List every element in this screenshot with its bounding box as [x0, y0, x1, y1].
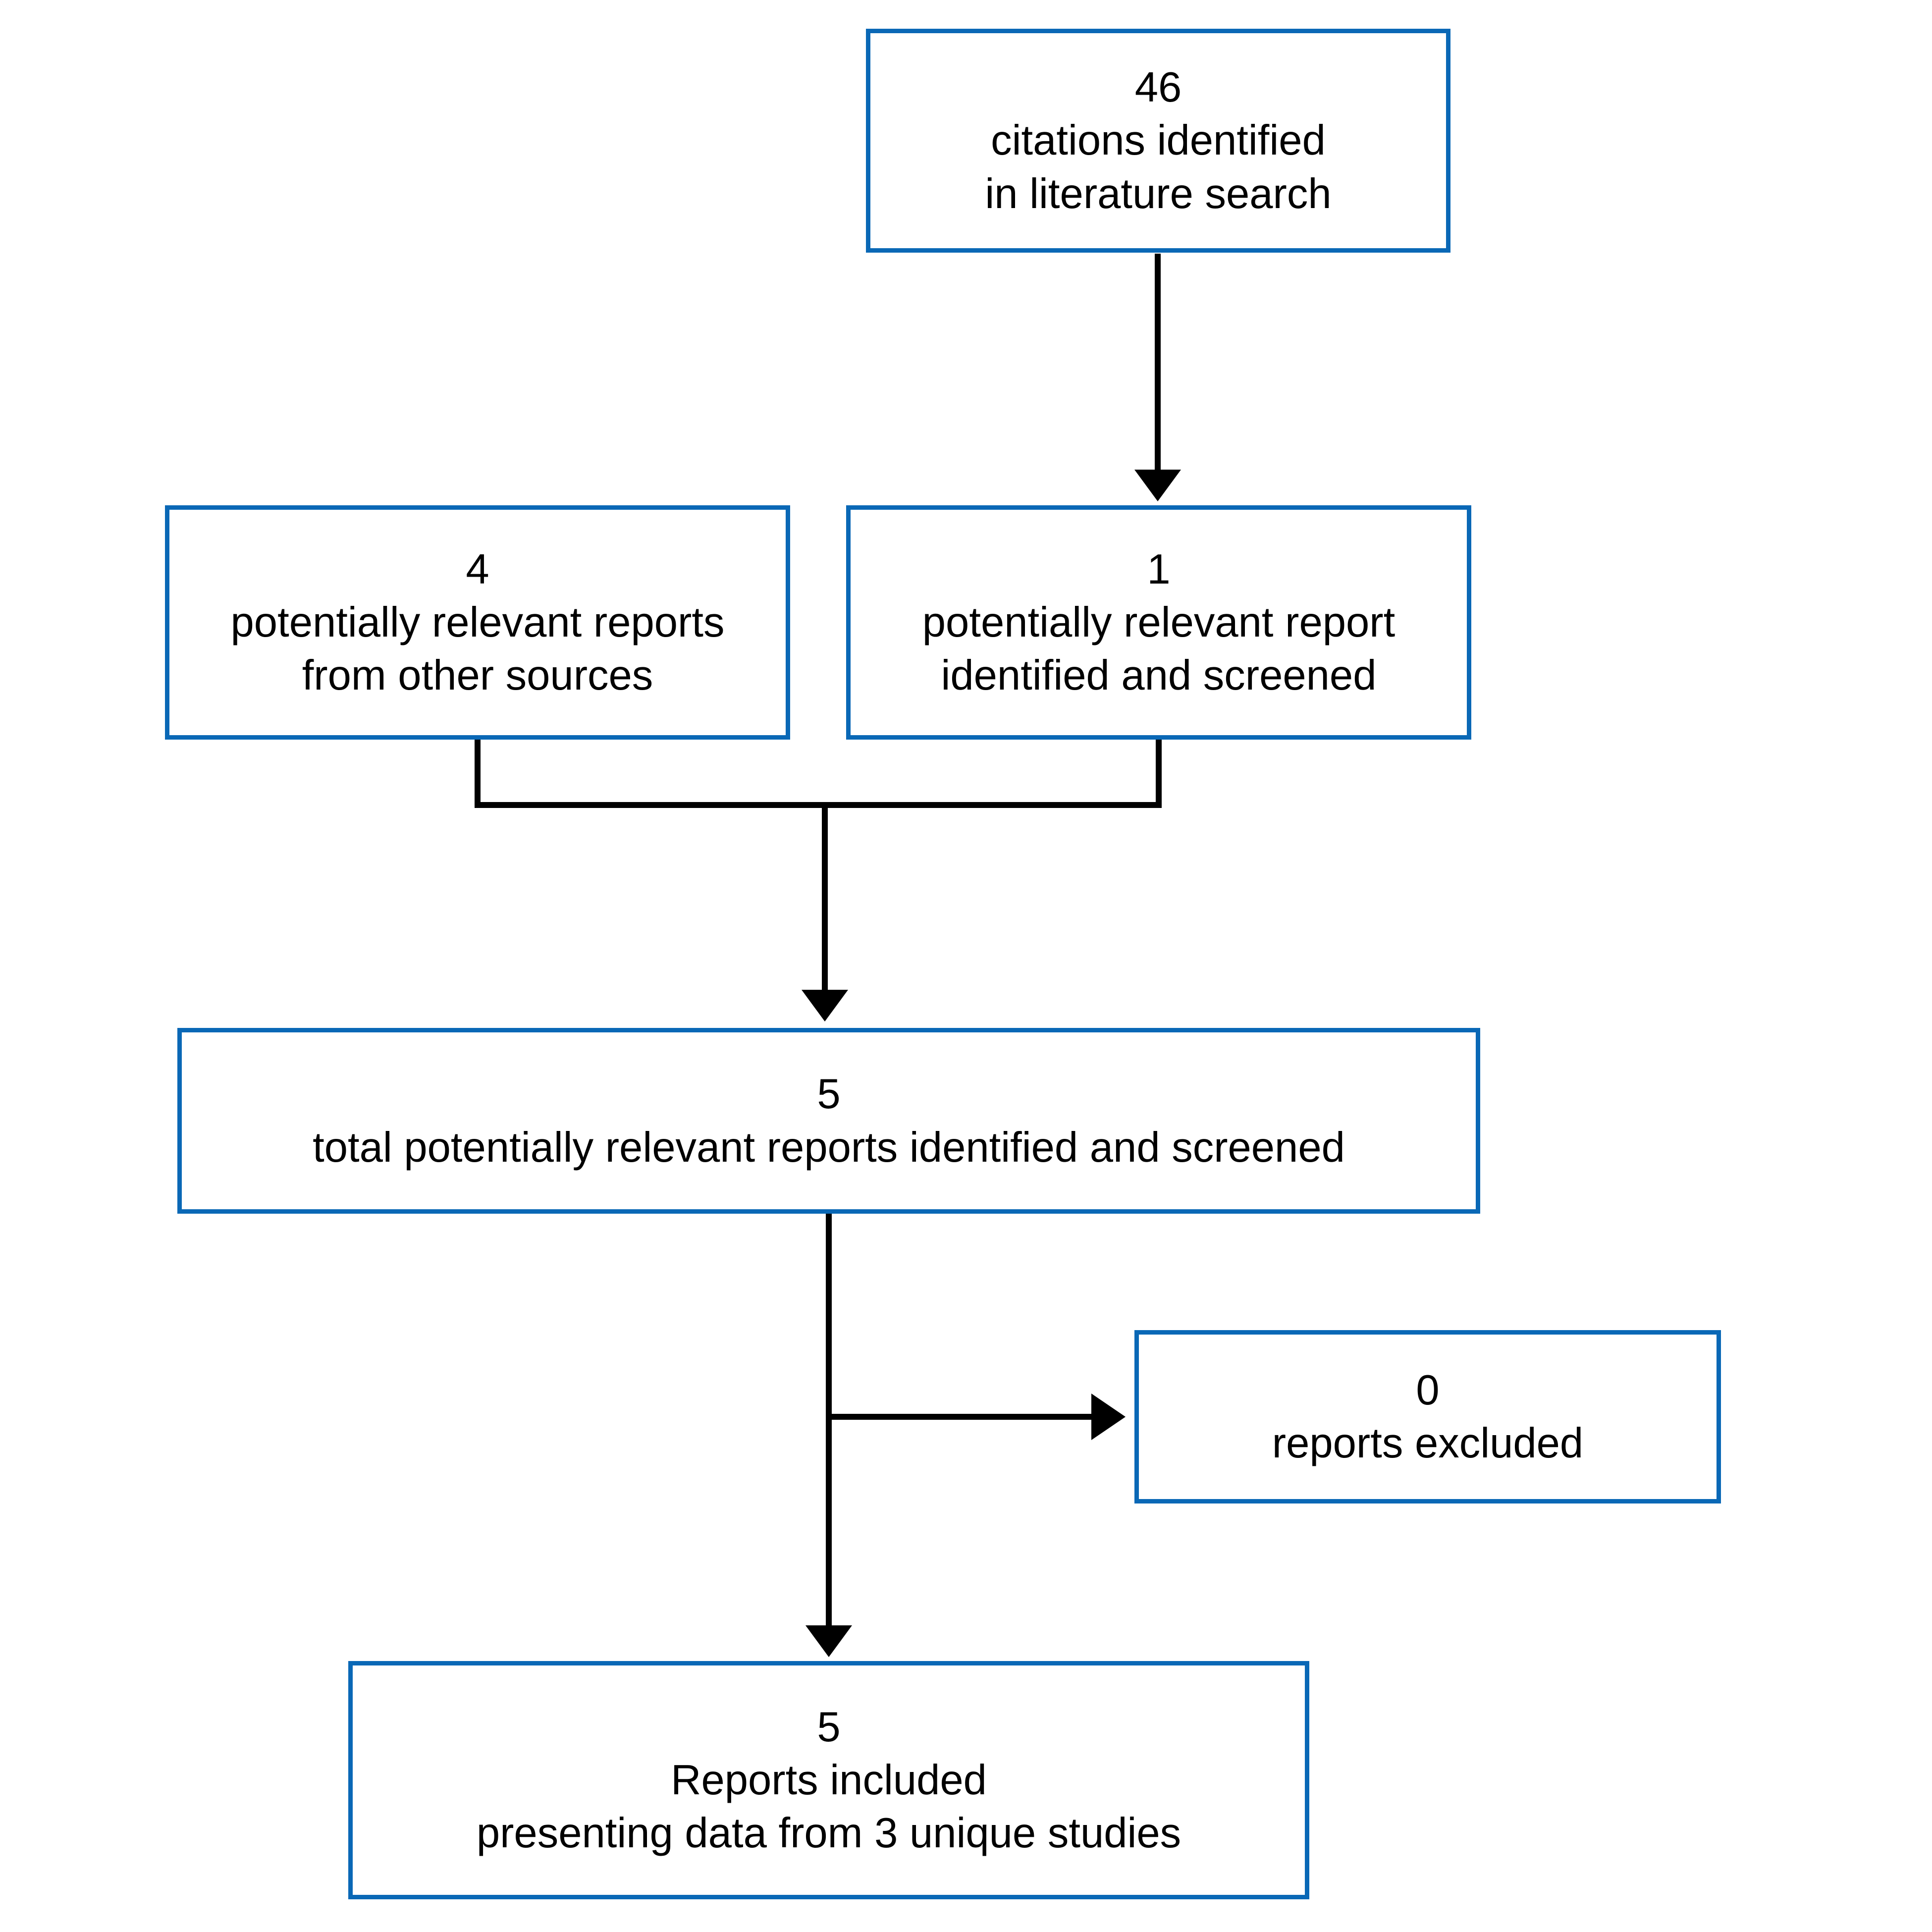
arrowhead-total-to-excluded — [1091, 1394, 1126, 1440]
other-sources-count: 4 — [466, 545, 489, 593]
screened-label-1: potentially relevant report — [922, 598, 1395, 646]
other-sources-label-1: potentially relevant reports — [230, 598, 725, 646]
screened-count: 1 — [1147, 545, 1171, 593]
box-reports-excluded: 0 reports excluded — [1134, 1330, 1721, 1503]
excluded-label: reports excluded — [1272, 1420, 1584, 1467]
included-label-1: Reports included — [671, 1756, 987, 1804]
box-citations-identified: 46 citations identified in literature se… — [866, 29, 1450, 253]
arrowhead-merge-to-total — [802, 990, 848, 1021]
included-count: 5 — [817, 1703, 841, 1751]
screened-label-2: identified and screened — [941, 652, 1377, 699]
box-total-reports-screened: 5 total potentially relevant reports ide… — [177, 1028, 1480, 1214]
citations-count: 46 — [1134, 64, 1182, 111]
other-sources-label-2: from other sources — [302, 652, 653, 699]
arrowhead-citations-to-screened — [1134, 470, 1181, 501]
total-count: 5 — [817, 1071, 841, 1118]
arrowhead-total-to-included — [805, 1625, 852, 1657]
total-label: total potentially relevant reports ident… — [313, 1124, 1345, 1171]
excluded-count: 0 — [1416, 1366, 1440, 1414]
citations-label-2: in literature search — [985, 170, 1332, 217]
box-reports-other-sources: 4 potentially relevant reports from othe… — [165, 505, 790, 740]
box-report-identified-screened: 1 potentially relevant report identified… — [846, 505, 1471, 740]
box-reports-included: 5 Reports included presenting data from … — [348, 1661, 1309, 1899]
included-label-2: presenting data from 3 unique studies — [476, 1810, 1181, 1857]
citations-label-1: citations identified — [991, 117, 1326, 164]
